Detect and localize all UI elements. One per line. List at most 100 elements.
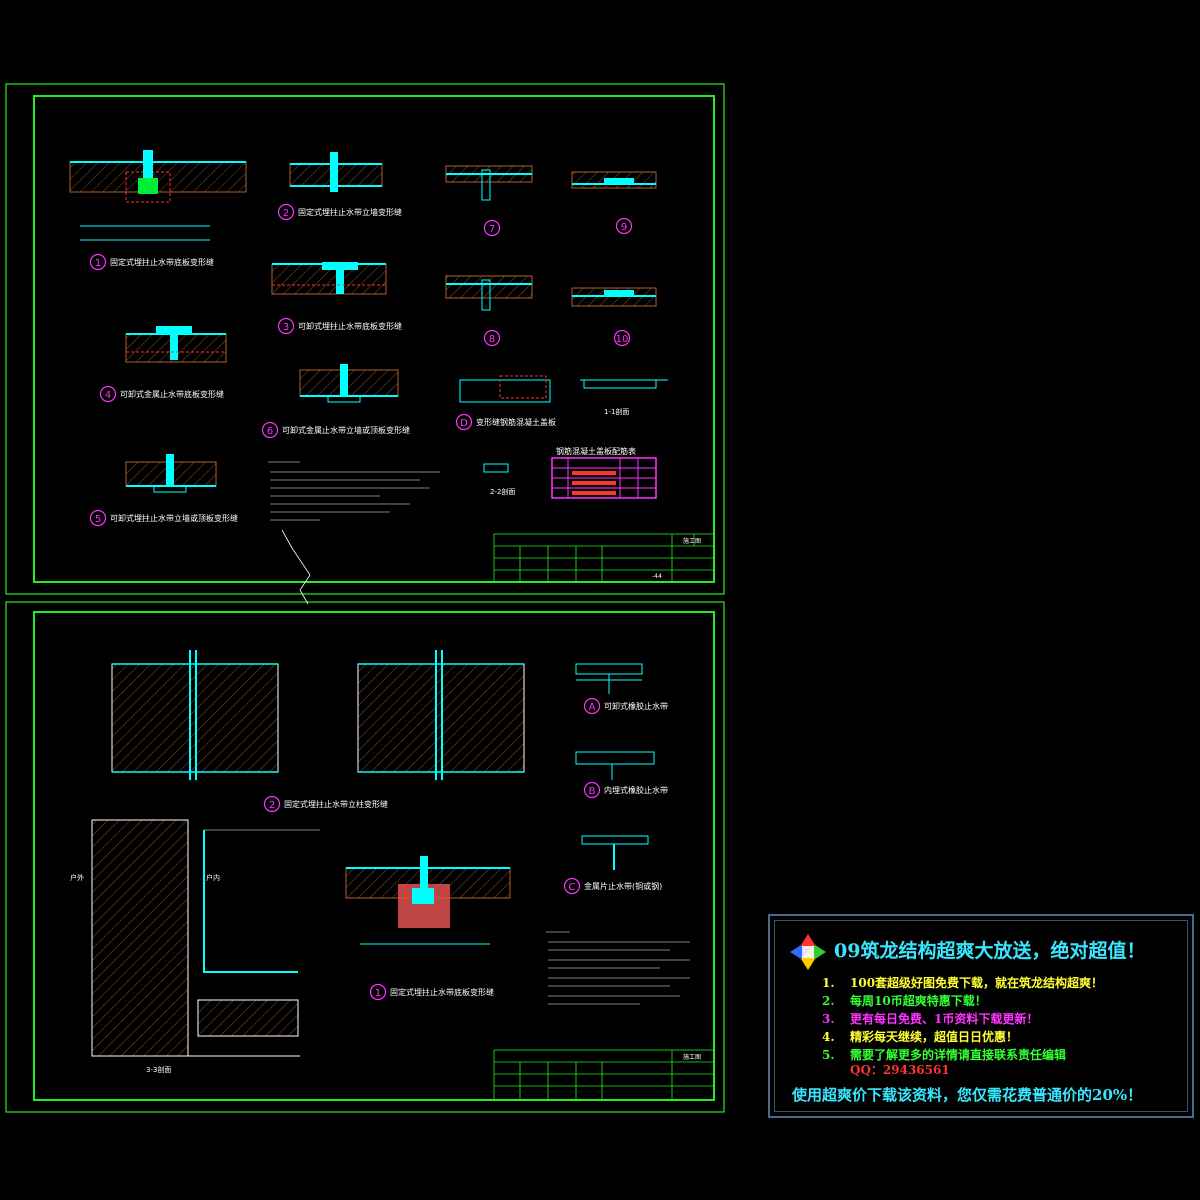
sheet1-detail-circle-8: [615, 217, 633, 235]
promo-item-2: 2. 每周10币超爽特惠下载！: [822, 992, 1103, 1010]
sheet1-detail-circle-4: [89, 509, 107, 527]
promo-footer: 使用超爽价下载该资料，您仅需花费普通价的20%！: [792, 1086, 1143, 1104]
promo-item-number: 1.: [822, 976, 835, 990]
promo-qq: QQ：29436561: [850, 1063, 950, 1077]
sheet1-detail-number-7: 8: [489, 334, 495, 345]
waterstop-B-drawing: [575, 751, 655, 780]
sheet1: 施工图 -44: [5, 83, 725, 595]
sheet1-detail-title-2: 可卸式埋拄止水带底板变形缝: [298, 321, 402, 331]
sheet1-detail-number-6: 7: [489, 224, 495, 235]
sheet1-detail-number-8: 9: [621, 222, 627, 233]
notes-2: [546, 931, 690, 1005]
detail-3-drawing: [271, 262, 387, 295]
sheet1-detail-title-5: 可卸式金属止水带立墙或顶板变形缝: [282, 425, 410, 435]
sheet1-detail-number-3: 4: [105, 390, 111, 401]
sheet2-detail-circle-3: [583, 781, 601, 799]
wall-section-right: [357, 650, 525, 780]
sheet1-detail-number-1: 2: [283, 208, 289, 219]
sheet2-detail-title-4: 金属片止水带(铜或钢): [584, 881, 662, 891]
tb1-stage: 施工图: [683, 537, 701, 545]
sheet1-detail-number-10: D: [460, 418, 468, 429]
sheet1-detail-number-5: 6: [267, 426, 273, 437]
room-label-outdoor: 户外: [70, 873, 84, 882]
sheet1-detail-circle-1: [277, 203, 295, 221]
sheet2-detail-number-1: 1: [375, 988, 381, 999]
sheet1-detail-circle-2: [277, 317, 295, 335]
sheet1-detail-circle-3: [99, 385, 117, 403]
sheet1-detail-circle-0: [89, 253, 107, 271]
waterstop-A-drawing: [575, 663, 643, 694]
sheet2-detail-title-3: 内埋式橡胶止水带: [604, 785, 668, 795]
sheet2-detail-title-2: 可卸式橡胶止水带: [604, 701, 668, 711]
section-3-3-drawing: [91, 819, 320, 1057]
sheet1-detail-title-0: 固定式埋拄止水带底板变形缝: [110, 257, 214, 267]
detail-6-drawing: [299, 364, 399, 403]
floor-joint-drawing: [345, 856, 511, 945]
rebar-table-title: 钢筋混凝土盖板配筋表: [556, 446, 636, 456]
promo-list: 1. 100套超级好图免费下载，就在筑龙结构超爽！ 2. 每周10币超爽特惠下载！ 3.…: [822, 974, 1103, 1064]
section-3-3-label: 3-3剖面: [146, 1065, 171, 1074]
sheet2-detail-circle-0: [263, 795, 281, 813]
promo-item-1: 1. 100套超级好图免费下载，就在筑龙结构超爽！: [822, 974, 1103, 992]
sheet1-detail-circle-10: [455, 413, 473, 431]
zhulong-logo-icon: [790, 934, 826, 970]
notes-1: [268, 461, 440, 521]
promo-item-number: 4.: [822, 1030, 835, 1044]
sheet1-detail-title-4: 可卸式埋拄止水带立墙或顶板变形缝: [110, 513, 238, 523]
sheet1-detail-circle-6: [483, 219, 501, 237]
detail-8-drawing: [445, 275, 533, 311]
sheet1-detail-circle-7: [483, 329, 501, 347]
title-block-1: [493, 533, 715, 583]
promo-item-text: 精彩每天继续，超值日日优惠！: [850, 1030, 1019, 1044]
sheet2-detail-number-0: 2: [269, 800, 275, 811]
sheet2-detail-circle-2: [583, 697, 601, 715]
detail-10-drawing: [571, 287, 657, 307]
detail-5-drawing: [125, 454, 217, 493]
sheet2-detail-circle-4: [563, 877, 581, 895]
tb2-stage: 施工图: [683, 1053, 701, 1061]
sheet1-detail-number-4: 5: [95, 514, 101, 525]
promo-title: 09筑龙结构超爽大放送，绝对超值！: [834, 940, 1146, 962]
waterstop-C-drawing: [581, 835, 649, 870]
promo-banner: 09筑龙结构超爽大放送，绝对超值！ 1. 100套超级好图免费下载，就在筑龙结构超…: [768, 914, 1194, 1118]
promo-item-number: 2.: [822, 994, 835, 1008]
promo-item-text: 需要了解更多的详情请直接联系责任编辑: [850, 1048, 1067, 1062]
sheet2-detail-title-1: 固定式埋拄止水带底板变形缝: [390, 987, 494, 997]
promo-item-text: 每周10币超爽特惠下载！: [850, 994, 987, 1008]
sheet2-detail-number-3: B: [589, 786, 596, 797]
sheet1-detail-title-10: 变形缝钢筋混凝土盖板: [476, 417, 556, 427]
section-1-1-label: 1-1剖面: [604, 407, 629, 416]
sheet1-detail-circle-5: [261, 421, 279, 439]
rebar-table: [551, 457, 657, 499]
title-block-2: [493, 1049, 715, 1101]
sheet1-detail-number-9: 10: [616, 334, 629, 345]
promo-item-3: 3. 更有每日免费、1币资料下载更新！: [822, 1010, 1103, 1028]
tb1-sheet: -44: [652, 573, 662, 580]
sheet1-detail-title-1: 固定式埋拄止水带立墙变形缝: [298, 207, 402, 217]
promo-item-number: 5.: [822, 1048, 835, 1062]
wall-section-left: [111, 650, 279, 780]
detail-1-drawing: [69, 150, 247, 241]
promo-item-number: 3.: [822, 1012, 835, 1026]
detail-4-drawing: [125, 326, 227, 363]
detail-captions: 1 固定式埋拄止水带底板变形缝 2 固定式埋拄止水带立墙变形缝 3 可卸式埋拄止水带底板变…: [89, 203, 668, 1001]
room-label-indoor: 户内: [206, 873, 220, 882]
sheet2-detail-circle-1: [369, 983, 387, 1001]
promo-item-5: 5. 需要了解更多的详情请直接联系责任编辑: [822, 1046, 1103, 1064]
detail-D-drawing: [459, 375, 668, 473]
section-2-2-label: 2-2剖面: [490, 487, 515, 496]
detail-2-drawing: [289, 152, 383, 192]
sheet2: 施工图: [5, 601, 725, 1113]
sheet2-detail-number-4: C: [569, 882, 576, 893]
break-line: [281, 529, 311, 605]
promo-item-text: 100套超级好图免费下载，就在筑龙结构超爽！: [850, 976, 1104, 990]
promo-item-4: 4. 精彩每天继续，超值日日优惠！: [822, 1028, 1103, 1046]
detail-7-drawing: [445, 165, 533, 201]
promo-item-text: 更有每日免费、1币资料下载更新！: [850, 1012, 1039, 1026]
sheet1-detail-circle-9: [613, 329, 631, 347]
sheet1-detail-number-2: 3: [283, 322, 289, 333]
sheet1-detail-number-0: 1: [95, 258, 101, 269]
detail-9-drawing: [571, 171, 657, 189]
promo-inner-border: [774, 920, 1188, 1112]
